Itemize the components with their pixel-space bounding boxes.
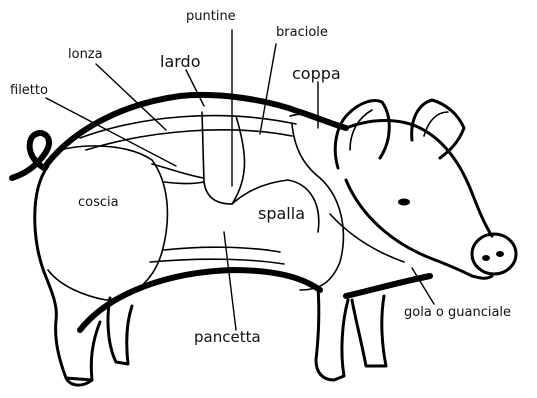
label-filetto: filetto [10, 84, 48, 97]
pig-chest-outline [346, 276, 430, 296]
label-braciole: braciole [276, 26, 328, 39]
pig-jaw-outline [346, 180, 492, 278]
pig-eye [398, 199, 410, 206]
cut-coscia [48, 146, 167, 300]
pig-front-leg [316, 288, 348, 380]
leader-filetto [46, 98, 176, 166]
pig-belly-outline [80, 270, 320, 330]
pig-inner-front-leg [352, 296, 386, 366]
cut-back-band-1 [80, 116, 296, 138]
label-gola: gola o guanciale [404, 306, 511, 319]
cut-filetto-lower [152, 164, 204, 178]
pig-nostril-2 [496, 251, 504, 257]
label-coppa: coppa [292, 66, 341, 82]
label-lonza: lonza [68, 48, 103, 61]
label-spalla: spalla [258, 206, 305, 222]
cut-pancetta-lower [150, 259, 284, 264]
pig-ear-front-inner [350, 110, 372, 150]
pig-head-outline [346, 121, 492, 237]
label-puntine: puntine [186, 10, 236, 23]
pig-back-outline [44, 95, 346, 168]
label-pancetta: pancetta [194, 330, 261, 345]
pig-nostril-1 [482, 255, 490, 261]
leader-lardo [186, 70, 204, 106]
pig-snout [472, 234, 516, 274]
cut-lonza-lower [164, 182, 204, 184]
pig-inner-hind-leg [108, 298, 132, 364]
label-lardo: lardo [160, 54, 201, 70]
label-coscia: coscia [78, 196, 119, 209]
cut-lardo-divider [202, 112, 232, 204]
cut-pancetta-upper [164, 247, 280, 252]
pig-ear-front [335, 101, 389, 169]
